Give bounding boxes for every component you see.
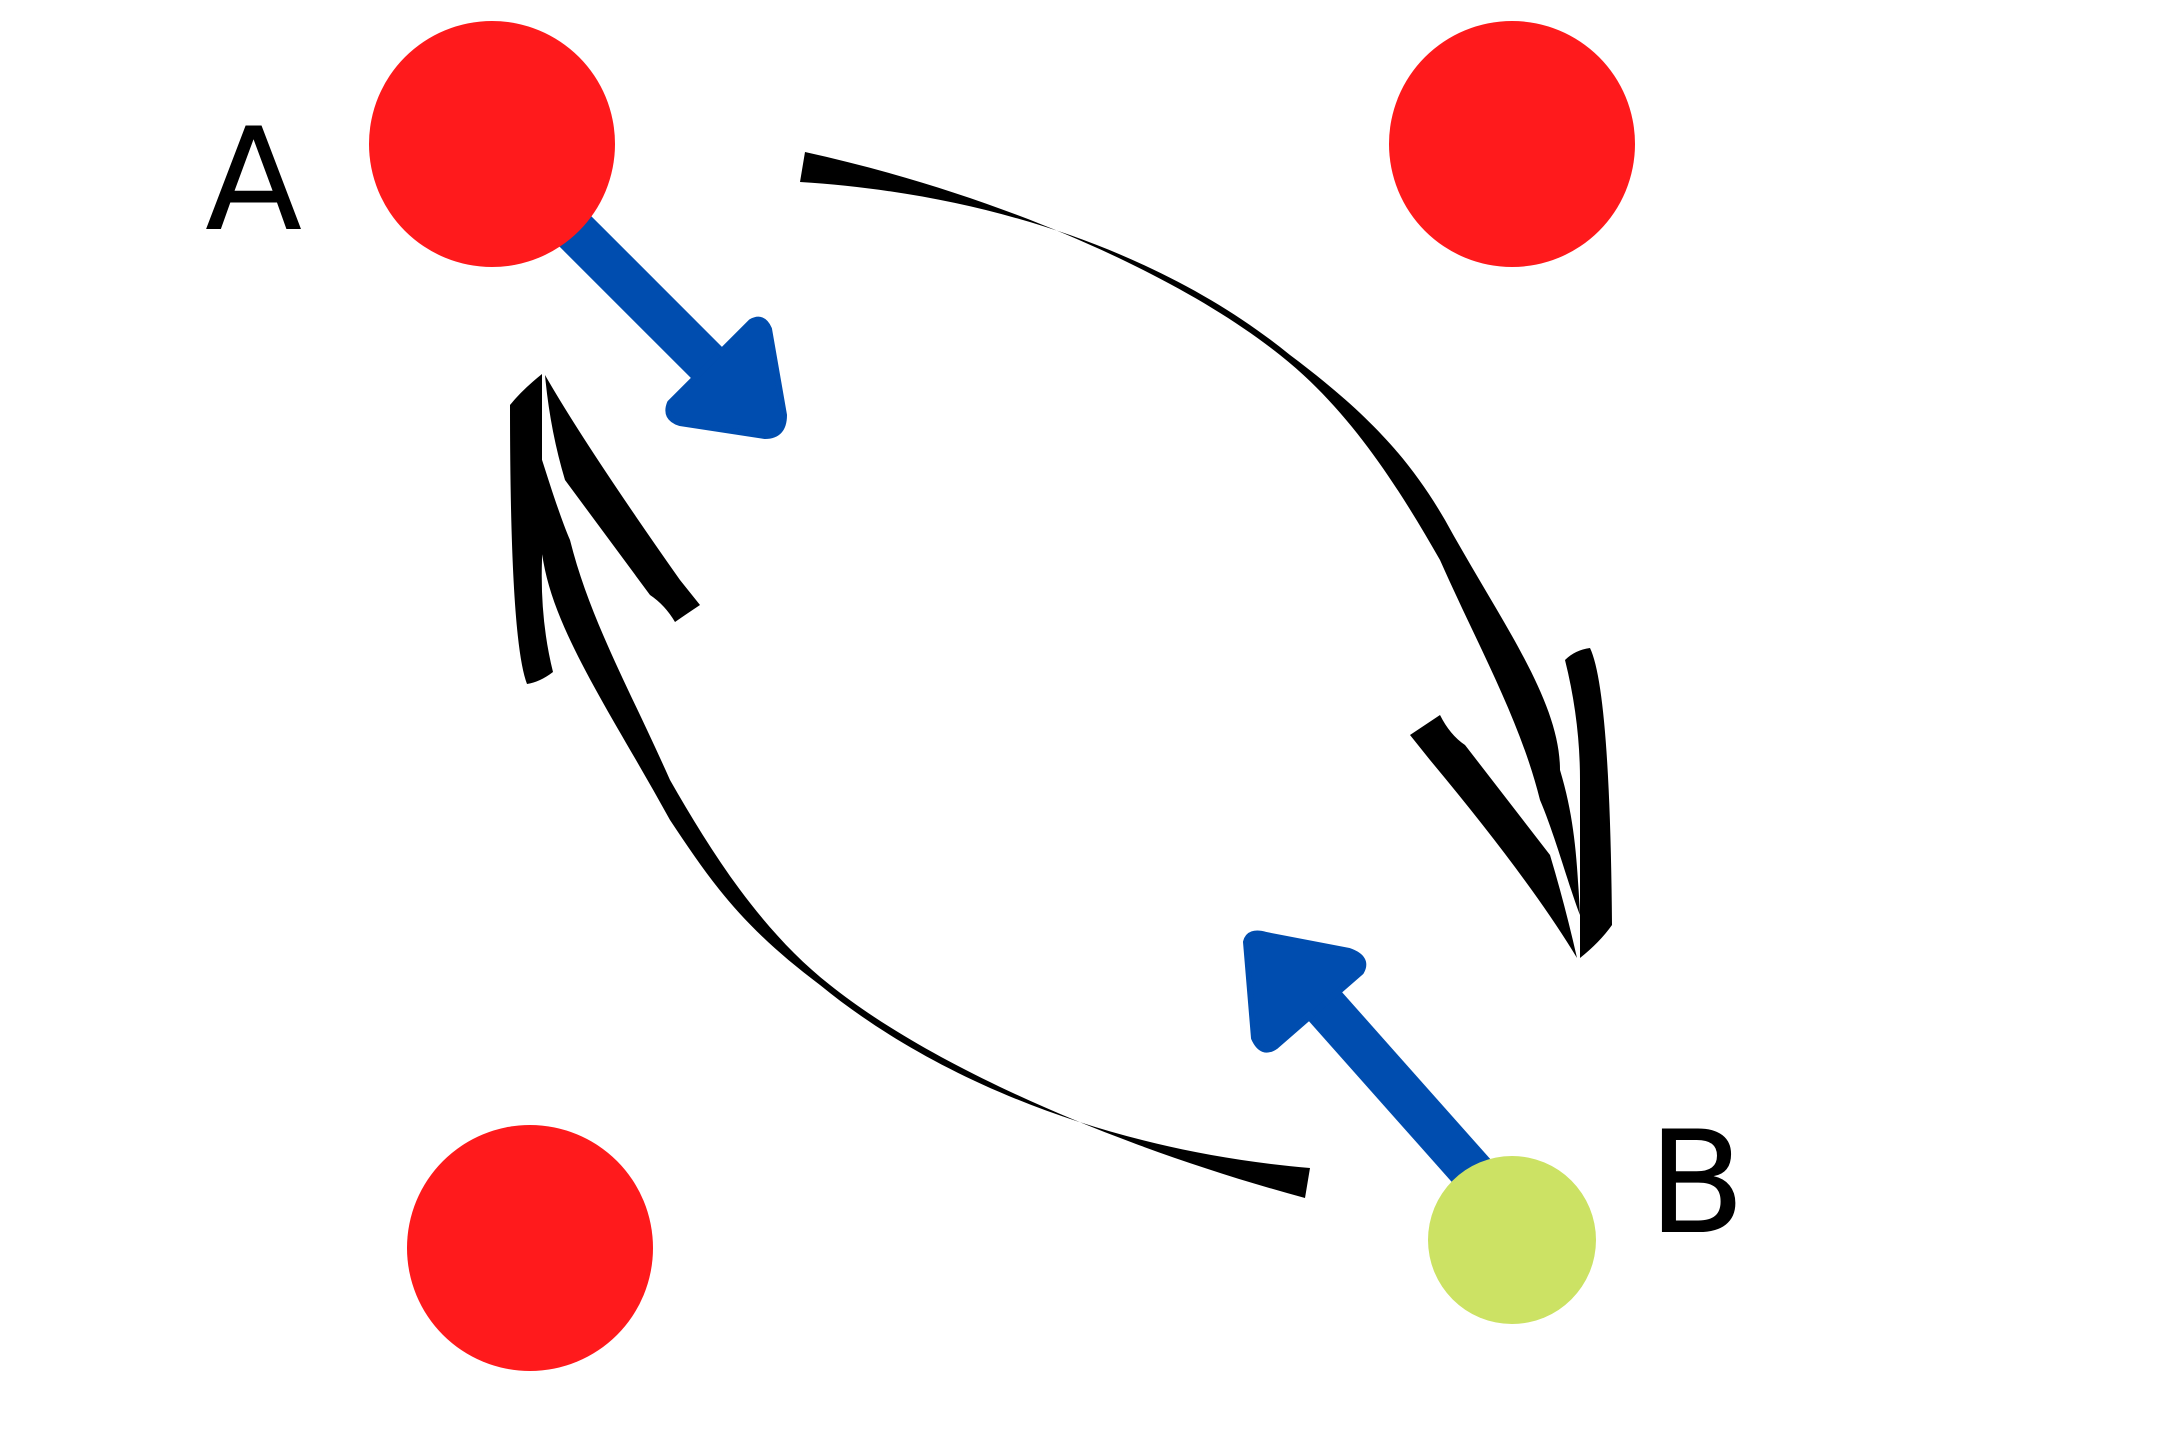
black-arrow-bottom-left-body [530, 425, 1310, 1198]
black-arrow-top-right [800, 152, 1612, 958]
node-b-label: B [1648, 1101, 1745, 1266]
node-b [1428, 1156, 1596, 1324]
black-arrow-top-right-head-left [1410, 715, 1577, 958]
blue-arrow-b-shaft [1283, 963, 1492, 1190]
blue-arrow-b [1243, 930, 1492, 1190]
black-arrow-bottom-left-head-left [510, 374, 553, 684]
black-arrow-bottom-left [510, 374, 1310, 1198]
blue-arrow-a [544, 200, 787, 439]
blue-arrow-b-head [1243, 930, 1367, 1053]
black-arrow-bottom-left-head-right [545, 375, 700, 622]
blue-arrow-a-shaft [544, 200, 726, 382]
blue-arrow-a-head [665, 316, 787, 439]
node-a [369, 21, 615, 267]
node-a-label: A [205, 98, 302, 263]
node-top-right [1389, 21, 1635, 267]
node-bottom-left [407, 1125, 653, 1371]
black-arrow-top-right-head-right [1565, 648, 1612, 958]
